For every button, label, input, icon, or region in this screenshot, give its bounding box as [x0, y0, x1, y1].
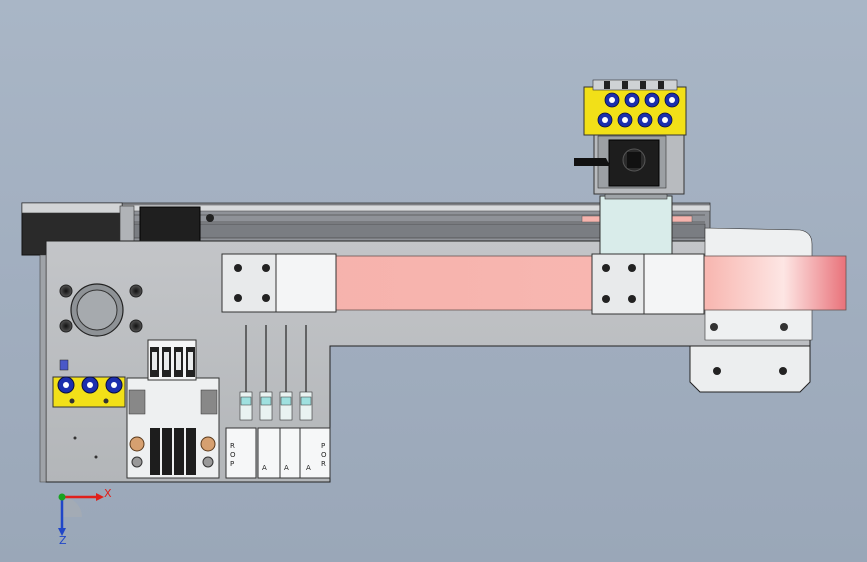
valve-labels: R O P P O R A A A	[230, 442, 327, 472]
plate-holes	[59, 283, 143, 459]
small-valves	[225, 325, 331, 479]
valve-port-a-2: A	[284, 464, 289, 472]
solenoid-valve-bank	[126, 339, 220, 479]
manifold-block-top	[583, 79, 687, 136]
axis-x-label: X	[104, 487, 112, 500]
belt-clamp-left	[221, 253, 337, 313]
valve-label-right-o: O	[321, 451, 327, 459]
rail-motor	[21, 202, 214, 256]
valve-port-a-3: A	[306, 464, 311, 472]
valve-label-left-o: O	[230, 451, 236, 459]
axis-z-label: Z	[59, 534, 67, 547]
valve-label-left-p: P	[230, 460, 234, 468]
valve-label-right-r: R	[321, 460, 326, 468]
carriage-column	[574, 133, 685, 255]
axis-triad: X Z	[58, 487, 112, 547]
valve-port-a-1: A	[262, 464, 267, 472]
manifold-block-left	[52, 359, 126, 408]
valve-label-right-p: P	[321, 442, 325, 450]
belt-clamp-right	[591, 253, 705, 315]
valve-label-left-r: R	[230, 442, 235, 450]
